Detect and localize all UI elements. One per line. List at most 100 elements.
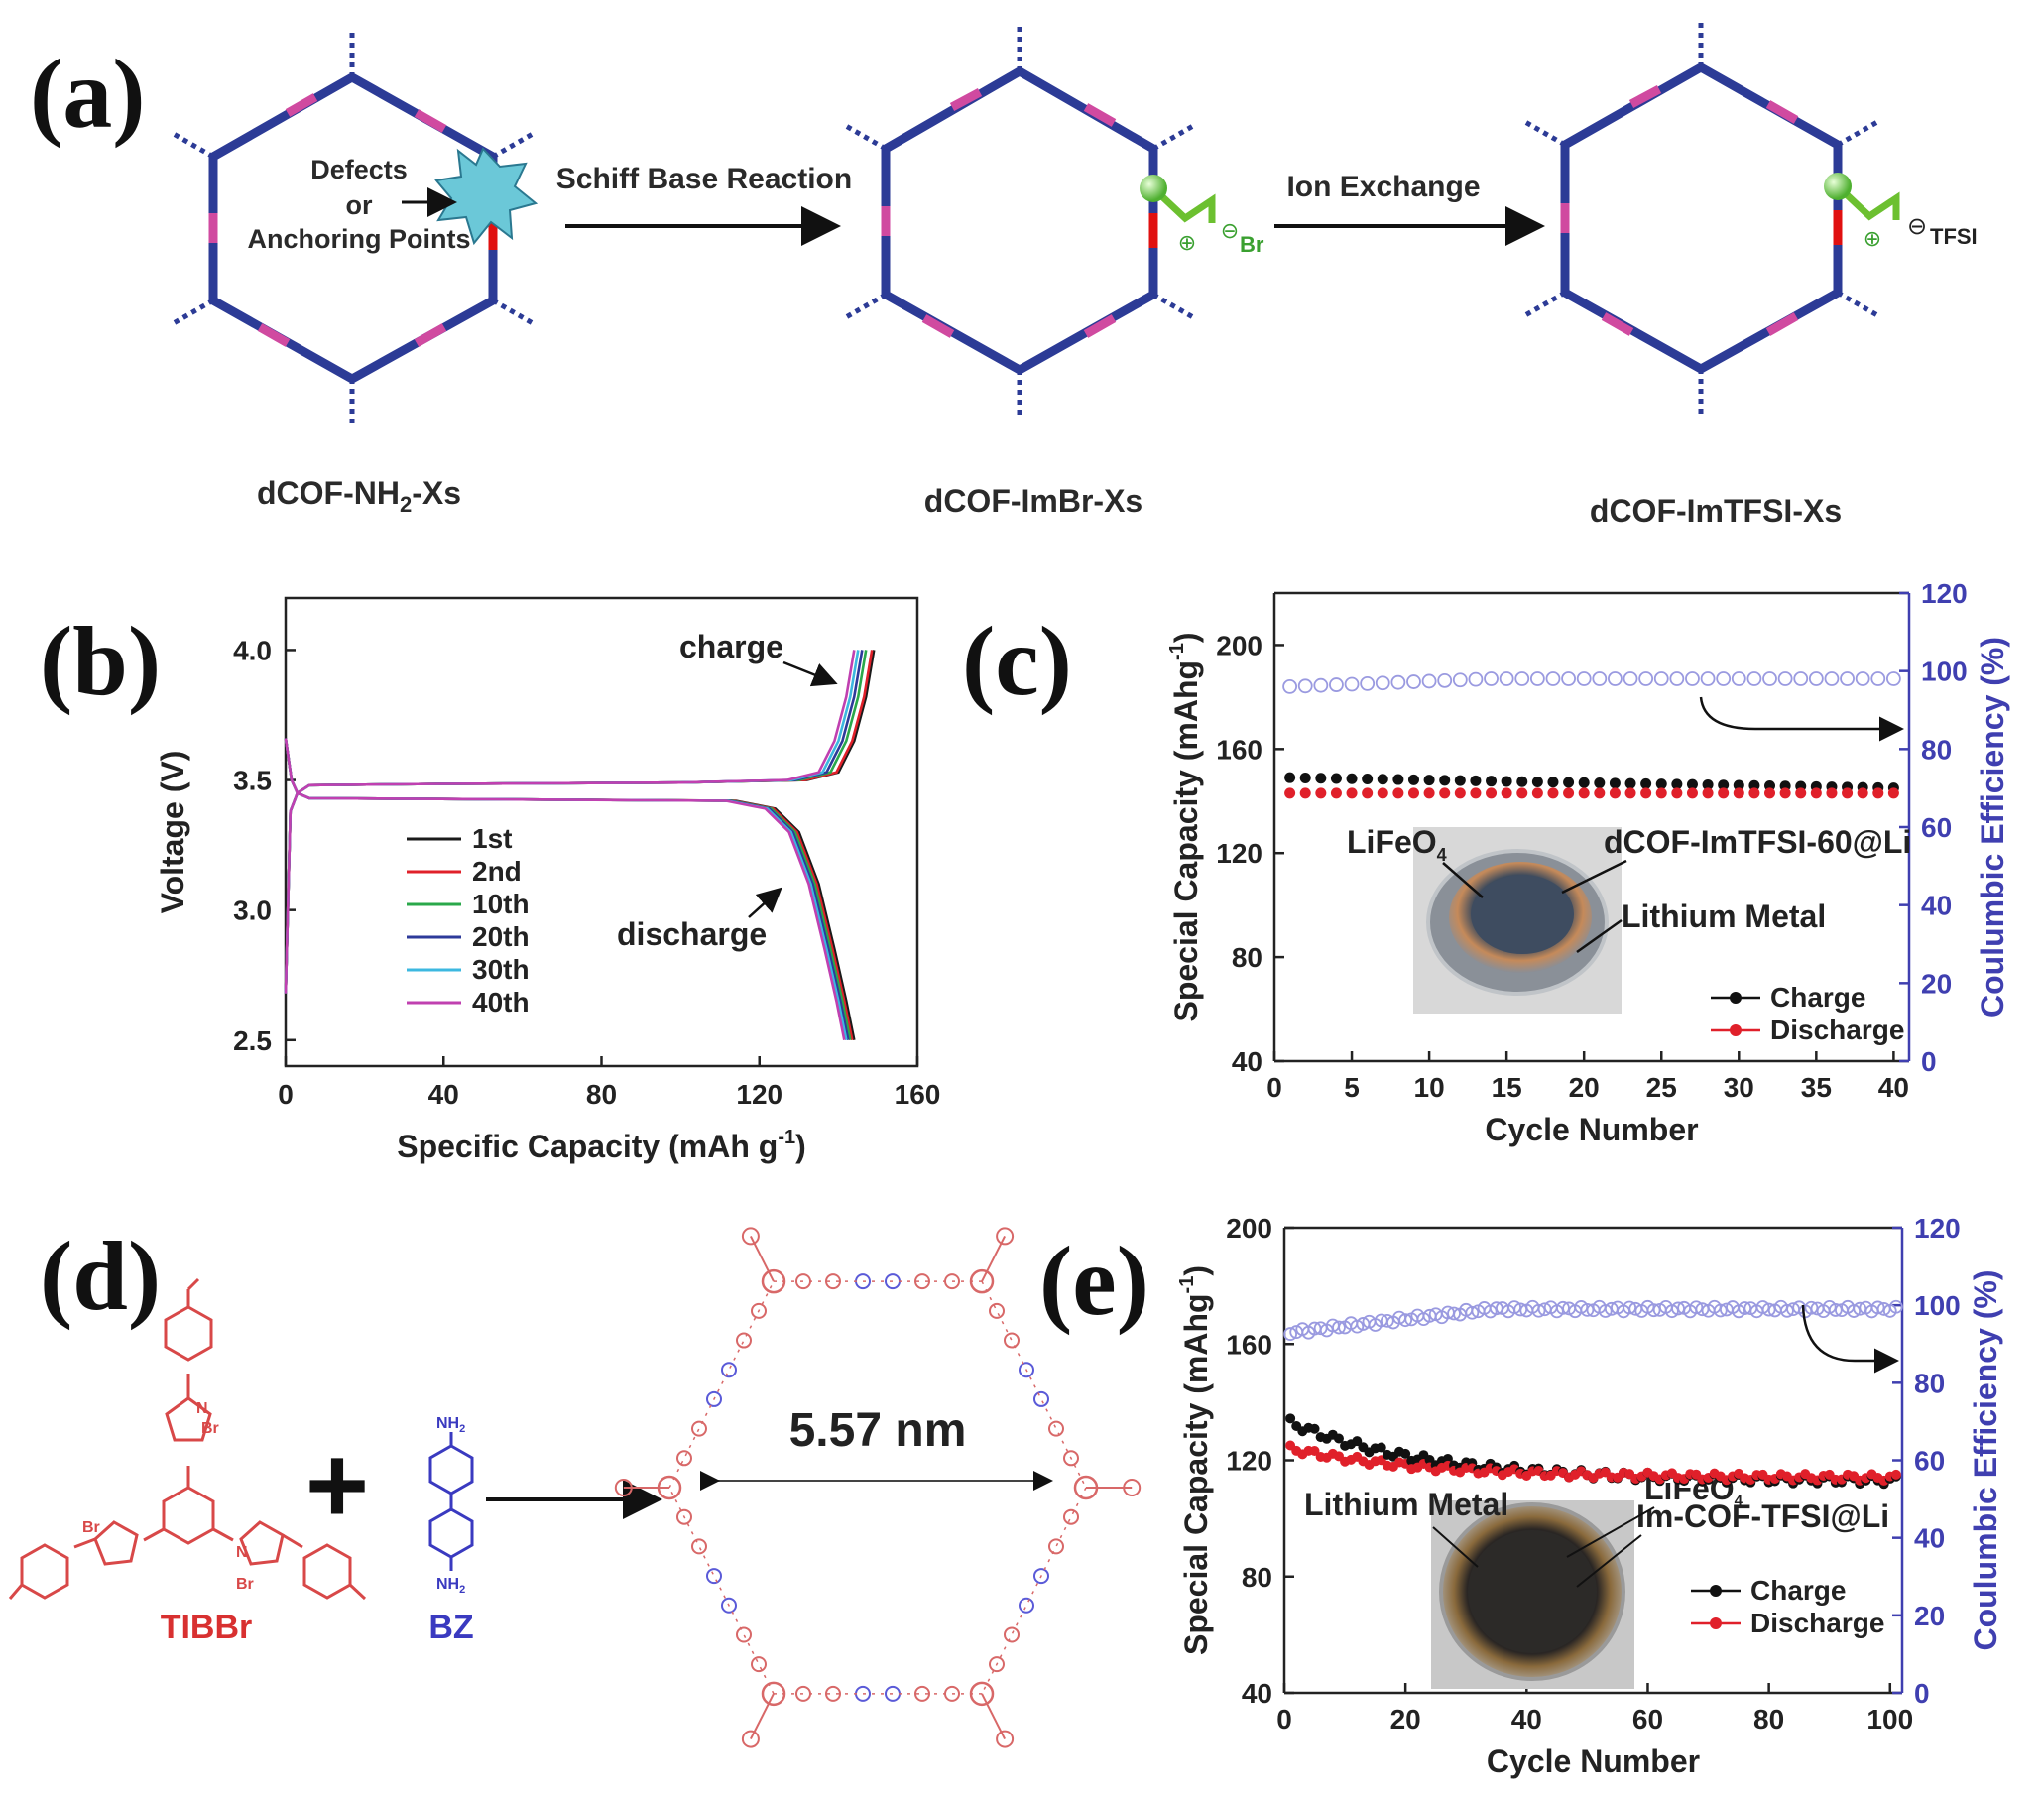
x-tick-label: 120 (736, 1079, 782, 1110)
legend-label-2nd: 2nd (472, 856, 522, 887)
node-ring (969, 1268, 995, 1294)
efficiency-point (1623, 1300, 1637, 1315)
x-tick-label: 80 (1753, 1704, 1784, 1734)
charge-point (1718, 779, 1730, 791)
efficiency-point (1623, 671, 1638, 686)
efficiency-point (1556, 1300, 1570, 1315)
efficiency-point (1592, 671, 1608, 686)
linker-ring (706, 1568, 722, 1585)
efficiency-point (1447, 1306, 1461, 1321)
panel-letter-a: (a) (30, 39, 146, 149)
discharge-point (1842, 787, 1854, 799)
charge-point (1486, 776, 1498, 787)
node-arm-ring (614, 1479, 633, 1496)
inset-label-electrolyte: Im-COF-TFSI@Li (1636, 1498, 1889, 1534)
hexagon-2: ⊕ ⊖ Br (844, 22, 1264, 419)
coin-cell-face (1468, 1530, 1597, 1653)
efficiency-point (1608, 671, 1623, 686)
charge-point (1330, 773, 1342, 784)
efficiency-point (1421, 673, 1437, 689)
label-schiff-base: Schiff Base Reaction (556, 163, 852, 195)
x-tick-label: 5 (1344, 1072, 1360, 1103)
x-tick-label: 40 (1511, 1704, 1542, 1734)
panel-letter-e: (e) (1039, 1226, 1149, 1336)
legend-label-40th: 40th (472, 987, 530, 1017)
efficiency-point (1755, 1300, 1770, 1314)
discharge-point (1423, 787, 1435, 799)
y2-tick-label: 0 (1914, 1678, 1930, 1709)
panel-letter-d: (d) (40, 1221, 161, 1331)
svg-text:Br: Br (201, 1420, 219, 1437)
inset-pointer (1576, 1534, 1642, 1588)
node-arm-ring (741, 1227, 760, 1246)
svg-text:Br: Br (82, 1519, 100, 1536)
y-tick-label: 120 (1226, 1446, 1272, 1477)
efficiency-point (1360, 675, 1376, 691)
efficiency-axis-arrow (1801, 1304, 1899, 1374)
discharge-point (1748, 787, 1760, 799)
discharge-point (1362, 787, 1374, 799)
discharge-point (1454, 787, 1466, 799)
x-axis-title: Specific Capacity (mAh g-1) (397, 1127, 806, 1164)
charge-point (1563, 777, 1575, 788)
legend-marker-Discharge (1730, 1024, 1742, 1036)
linker-ring (914, 1685, 930, 1702)
efficiency-point (1808, 671, 1824, 686)
efficiency-point (1465, 1305, 1480, 1320)
discharge-point (1887, 787, 1899, 799)
inset-pointer (1561, 859, 1627, 895)
discharge-curve-40th (284, 738, 846, 1041)
x-tick-label: 0 (278, 1079, 294, 1110)
linker-ring (676, 1508, 692, 1525)
efficiency-point (1297, 678, 1313, 694)
panel-letter-b: (b) (40, 606, 161, 716)
plus-charge-icon: ⊕ (1178, 230, 1196, 255)
charge-point (1284, 772, 1296, 783)
efficiency-point (1598, 1304, 1613, 1318)
charge-point (1309, 1423, 1320, 1434)
efficiency-point (1646, 1303, 1661, 1318)
efficiency-point (1489, 1301, 1503, 1316)
plot-frame (284, 596, 919, 1068)
linker-ring (914, 1273, 930, 1290)
y-tick-label: 2.5 (233, 1025, 272, 1056)
monomer-label-tibbr: TIBBr (161, 1609, 253, 1646)
discharge-point (1671, 787, 1683, 799)
inset-label-anode: Lithium Metal (1622, 898, 1826, 934)
linker-ring (989, 1302, 1005, 1319)
coin-cell-cathode (1471, 875, 1574, 954)
efficiency-point (1514, 671, 1530, 686)
y-tick-label: 160 (1216, 734, 1262, 765)
bz-atom-labels: NH2 NH2 (436, 1415, 465, 1596)
minus-charge-icon: ⊖ (1221, 218, 1239, 243)
efficiency-point (1313, 677, 1329, 693)
y2-tick-label: 120 (1921, 578, 1968, 609)
panel-a: (a) Defects or Anch (30, 18, 1978, 529)
y2-tick-label: 20 (1914, 1601, 1945, 1631)
charge-point (1315, 773, 1327, 784)
framework-edge (981, 1280, 1087, 1489)
label-or: or (346, 190, 373, 220)
efficiency-point (1283, 1327, 1298, 1341)
compound-label-1: dCOF-NH2-Xs (257, 475, 461, 517)
efficiency-point (1780, 1303, 1794, 1318)
plus-charge-icon: ⊕ (1864, 226, 1881, 251)
efficiency-point (1638, 671, 1654, 686)
charge-point (1333, 1433, 1344, 1444)
efficiency-point (1713, 1303, 1728, 1318)
x-tick-label: 15 (1492, 1072, 1522, 1103)
y2-tick-label: 60 (1914, 1446, 1945, 1477)
bz-structure (428, 1432, 474, 1571)
x-tick-label: 80 (586, 1079, 617, 1110)
charge-point (1531, 776, 1543, 787)
compound-label-2: dCOF-ImBr-Xs (924, 483, 1142, 519)
efficiency-point (1762, 671, 1777, 686)
charge-arrow (782, 660, 838, 687)
efficiency-point (1344, 676, 1360, 692)
linker-ring (1063, 1508, 1079, 1525)
legend-label-30th: 30th (472, 954, 530, 985)
discharge-point (1392, 787, 1404, 799)
node-ring (969, 1681, 995, 1707)
anion-br: Br (1240, 232, 1264, 257)
